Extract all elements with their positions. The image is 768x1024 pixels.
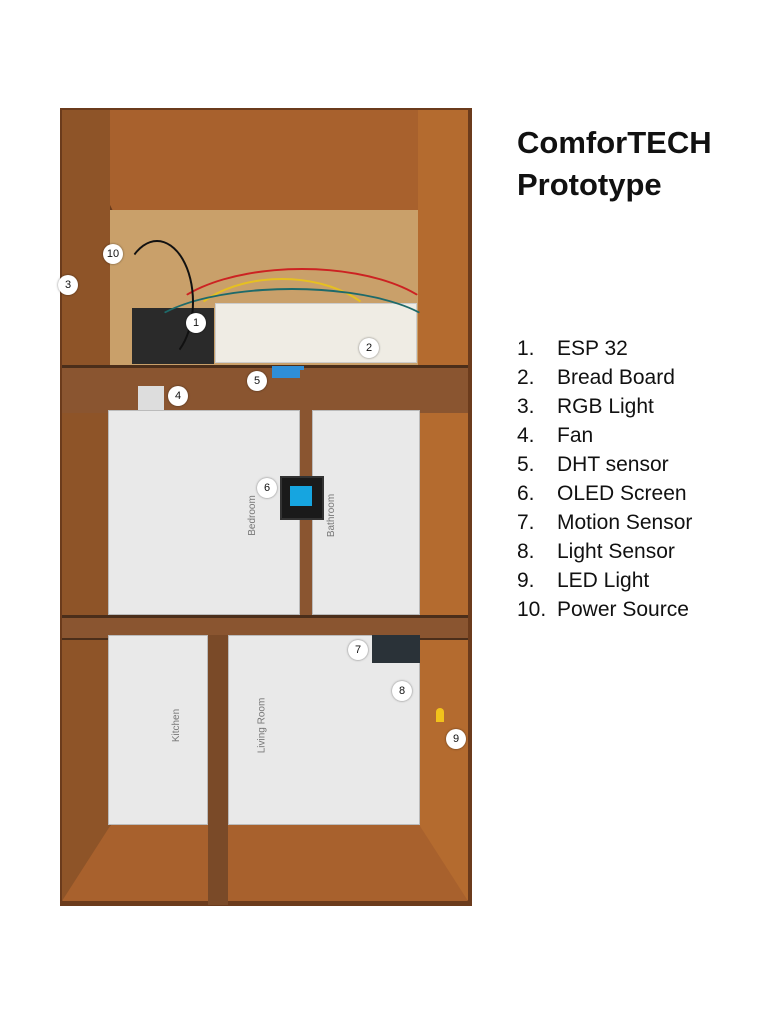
marker-6: 6 [257,478,277,498]
page-title: ComforTECH Prototype [517,122,712,206]
legend-item: 7. Motion Sensor [517,508,692,537]
legend-number: 6. [517,482,535,505]
legend-number: 7. [517,511,535,534]
bathroom-floor [312,410,420,615]
oled-screen [280,476,324,520]
prototype-photo [60,108,472,906]
legend-label: LED Light [557,569,650,592]
marker-2: 2 [359,338,379,358]
room-label-living-room: Living Room [256,697,268,754]
led [436,708,444,722]
legend-number: 4. [517,424,535,447]
legend-item: 5. DHT sensor [517,450,692,479]
kitchen-floor [108,635,208,825]
legend-item: 3. RGB Light [517,392,692,421]
component-legend: 1. ESP 32 2. Bread Board 3. RGB Light 4. Fan… [517,334,692,624]
legend-label: ESP 32 [557,337,628,360]
wire [160,268,444,392]
legend-number: 2. [517,366,535,389]
legend-number: 8. [517,540,535,563]
shelf-top [62,365,468,413]
legend-number: 5. [517,453,535,476]
wire [140,288,444,392]
legend-label: RGB Light [557,395,654,418]
legend-number: 9. [517,569,535,592]
legend-item: 4. Fan [517,421,692,450]
legend-label: DHT sensor [557,453,669,476]
room-label-bedroom: Bedroom [246,495,258,536]
wire [180,278,384,402]
legend-item: 9. LED Light [517,566,692,595]
fan-motor [138,386,164,410]
legend-label: Bread Board [557,366,675,389]
title-line-2: Prototype [517,167,662,202]
legend-item: 10. Power Source [517,595,692,624]
marker-10: 10 [103,244,123,264]
title-line-1: ComforTECH [517,125,712,160]
legend-number: 1. [517,337,535,360]
legend-label: Fan [557,424,594,447]
marker-3: 3 [58,275,78,295]
marker-7: 7 [348,640,368,660]
room-label-kitchen: Kitchen [171,708,183,743]
left-wall [62,110,110,900]
right-wall [418,110,468,900]
marker-9: 9 [446,729,466,749]
floor-bottom [62,825,468,901]
top-wall [64,110,468,210]
legend-label: OLED Screen [557,482,687,505]
marker-5: 5 [247,371,267,391]
wall-divider [208,825,228,901]
living-room-floor [228,635,420,825]
bedroom-floor [108,410,300,615]
legend-label: Light Sensor [557,540,675,563]
legend-label: Motion Sensor [557,511,693,534]
legend-item: 8. Light Sensor [517,537,692,566]
legend-label: Power Source [557,598,689,621]
legend-item: 6. OLED Screen [517,479,692,508]
marker-1: 1 [186,313,206,333]
legend-item: 1. ESP 32 [517,334,692,363]
marker-8: 8 [392,681,412,701]
legend-number: 3. [517,395,535,418]
motion-sensor [372,635,420,663]
dht-sensor [272,366,304,378]
marker-4: 4 [168,386,188,406]
legend-number: 10. [517,598,547,621]
power-cable [120,240,194,364]
legend-item: 2. Bread Board [517,363,692,392]
room-label-bathroom: Bathroom [326,493,338,538]
